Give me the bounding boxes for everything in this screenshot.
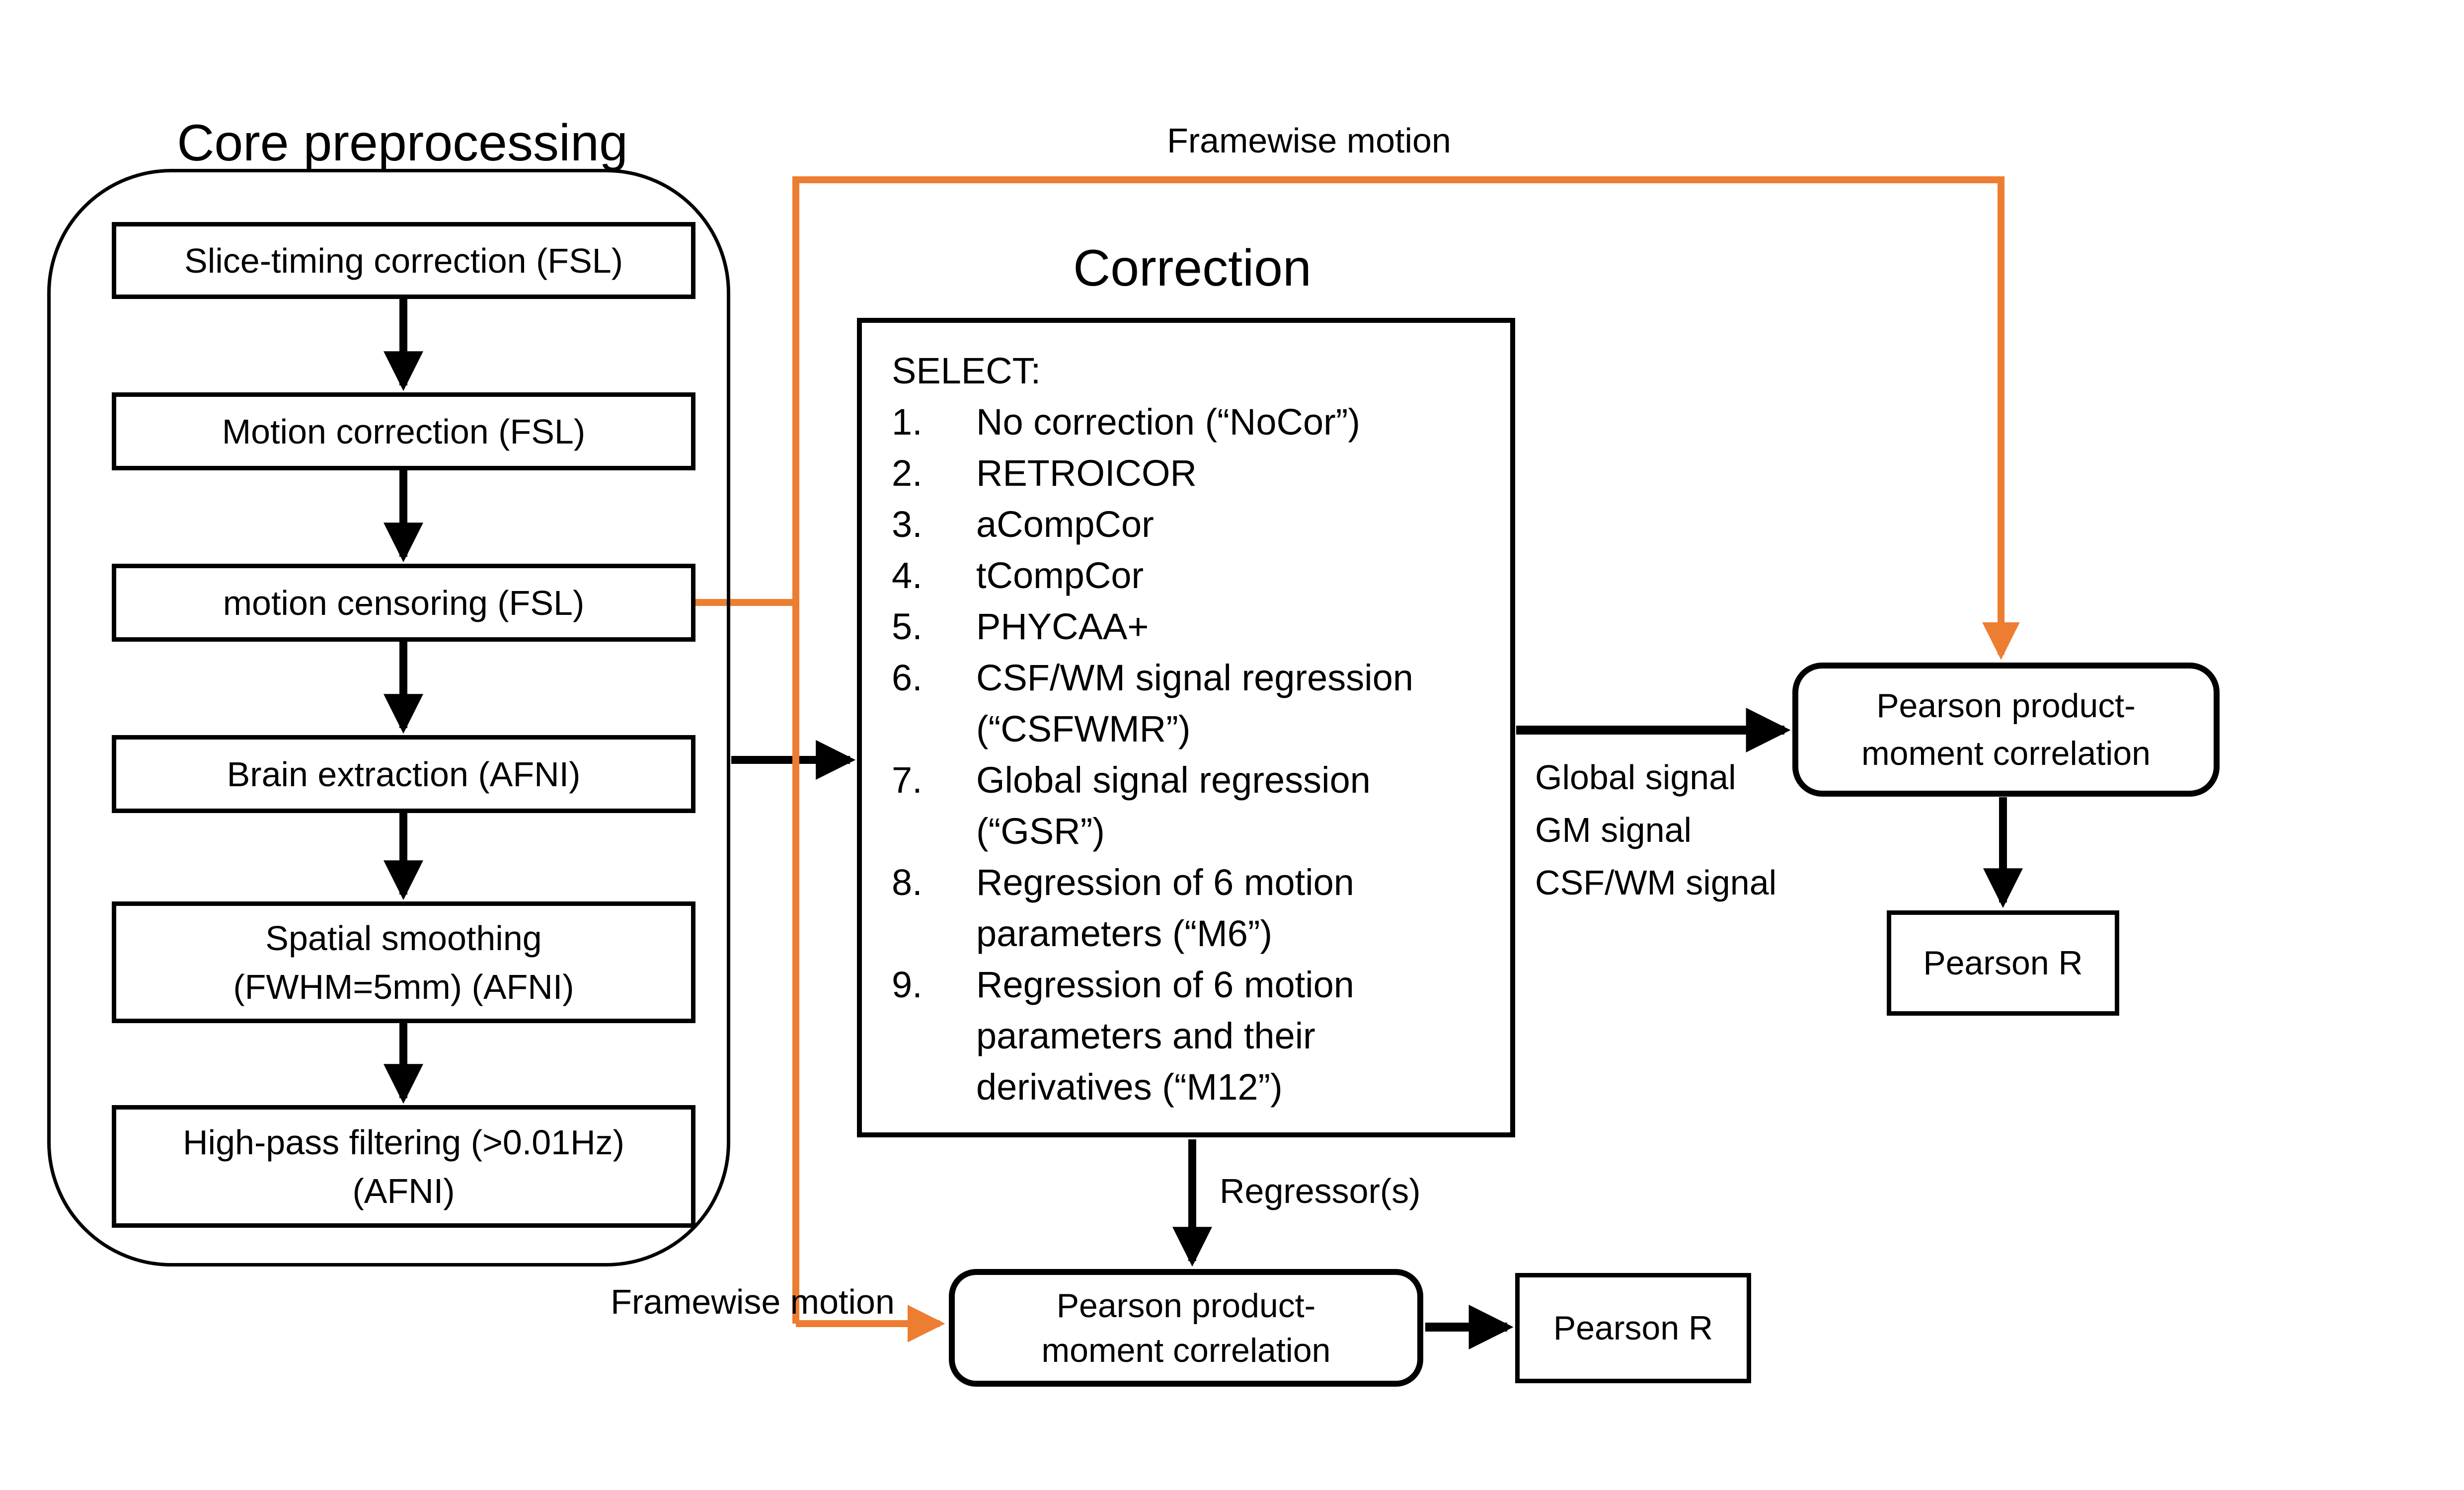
option-row-5: 5. PHYCAA+: [892, 601, 1495, 652]
framewise-motion-bottom-label: Framewise motion: [611, 1282, 895, 1321]
option-row-7: 7. Global signal regression: [892, 754, 1495, 806]
option-row-7b: (“GSR”): [892, 806, 1495, 857]
core-preprocessing-container: [47, 169, 730, 1266]
option-text: tCompCor: [976, 555, 1144, 596]
option-text: Regression of 6 motion: [976, 862, 1354, 903]
step-slice-timing-correction: Slice-timing correction (FSL): [112, 222, 695, 299]
pearson-right-line1: Pearson product-: [1876, 687, 2136, 725]
option-row-9c: derivatives (“M12”): [892, 1061, 1495, 1113]
pearson-r-right-box: Pearson R: [1887, 910, 2119, 1016]
correction-title: Correction: [1073, 239, 1311, 297]
step-label: Spatial smoothing: [265, 918, 542, 958]
pearson-r-bottom-box: Pearson R: [1515, 1273, 1751, 1383]
step-highpass-filtering: High-pass filtering (>0.01Hz) (AFNI): [112, 1105, 695, 1228]
step-motion-correction: Motion correction (FSL): [112, 392, 695, 470]
option-number: 4.: [892, 555, 923, 596]
regressors-label: Regressor(s): [1220, 1172, 1421, 1210]
core-preprocessing-title: Core preprocessing: [177, 114, 628, 172]
option-row-8: 8. Regression of 6 motion: [892, 857, 1495, 908]
option-number: [892, 1061, 976, 1113]
option-number: [892, 908, 976, 959]
option-number: 9.: [892, 964, 923, 1005]
option-number: [892, 806, 976, 857]
pearson-correlation-bottom-box: Pearson product- moment correlation: [949, 1269, 1423, 1387]
pearson-bottom-line1: Pearson product-: [1056, 1286, 1316, 1325]
option-text: (“GSR”): [976, 811, 1105, 852]
option-text: No correction (“NoCor”): [976, 401, 1361, 443]
step-label: Brain extraction (AFNI): [227, 754, 581, 794]
option-text: parameters (“M6”): [976, 913, 1273, 954]
step-label: Motion correction (FSL): [222, 412, 586, 451]
step-label: motion censoring (FSL): [223, 583, 585, 622]
option-row-9b: parameters and their: [892, 1010, 1495, 1061]
option-text: parameters and their: [976, 1015, 1315, 1056]
option-text: (“CSFWMR”): [976, 708, 1191, 749]
step-spatial-smoothing: Spatial smoothing (FWHM=5mm) (AFNI): [112, 901, 695, 1023]
step-label: Slice-timing correction (FSL): [184, 241, 623, 280]
pearson-bottom-line2: moment correlation: [1041, 1331, 1331, 1369]
option-number: 7.: [892, 759, 923, 801]
pearson-correlation-right-box: Pearson product- moment correlation: [1792, 663, 2220, 797]
option-number: 8.: [892, 862, 923, 903]
option-text: Regression of 6 motion: [976, 964, 1354, 1005]
option-text: derivatives (“M12”): [976, 1066, 1283, 1108]
select-heading: SELECT:: [892, 350, 1041, 391]
option-number: [892, 703, 976, 754]
correction-select-box: SELECT: 1. No correction (“NoCor”) 2. RETR…: [857, 318, 1515, 1137]
option-number: 6.: [892, 657, 923, 698]
option-row-2: 2. RETROICOR: [892, 447, 1495, 499]
option-text: PHYCAA+: [976, 606, 1149, 647]
step-label: High-pass filtering (>0.01Hz): [183, 1122, 624, 1162]
option-row-4: 4. tCompCor: [892, 550, 1495, 601]
pearson-right-line2: moment correlation: [1861, 735, 2151, 772]
option-number: 3.: [892, 504, 923, 545]
option-text: Global signal regression: [976, 759, 1371, 801]
signal-global: Global signal: [1535, 758, 1736, 797]
signal-gm: GM signal: [1535, 811, 1692, 849]
correction-option-list: SELECT: 1. No correction (“NoCor”) 2. RETR…: [892, 345, 1495, 1113]
option-text: RETROICOR: [976, 452, 1197, 494]
step-motion-censoring: motion censoring (FSL): [112, 564, 695, 642]
option-row-1: 1. No correction (“NoCor”): [892, 396, 1495, 447]
option-number: [892, 1010, 976, 1061]
option-number: 1.: [892, 401, 923, 443]
step-brain-extraction: Brain extraction (AFNI): [112, 735, 695, 813]
option-number: 5.: [892, 606, 923, 647]
option-row-9: 9. Regression of 6 motion: [892, 959, 1495, 1010]
step-label-line2: (FWHM=5mm) (AFNI): [233, 967, 574, 1006]
pearson-r-bottom-label: Pearson R: [1553, 1309, 1713, 1347]
option-row-3: 3. aCompCor: [892, 499, 1495, 550]
option-row-8b: parameters (“M6”): [892, 908, 1495, 959]
step-label-line2: (AFNI): [352, 1171, 455, 1210]
signals-label: Global signal GM signal CSF/WM signal: [1535, 751, 1776, 909]
option-text: aCompCor: [976, 504, 1154, 545]
option-row-6: 6. CSF/WM signal regression: [892, 652, 1495, 703]
option-number: 2.: [892, 452, 923, 494]
option-row-6b: (“CSFWMR”): [892, 703, 1495, 754]
option-text: CSF/WM signal regression: [976, 657, 1414, 698]
signal-csfwm: CSF/WM signal: [1535, 863, 1777, 902]
framewise-motion-top-label: Framewise motion: [1167, 121, 1451, 160]
pearson-r-right-label: Pearson R: [1923, 944, 2083, 982]
